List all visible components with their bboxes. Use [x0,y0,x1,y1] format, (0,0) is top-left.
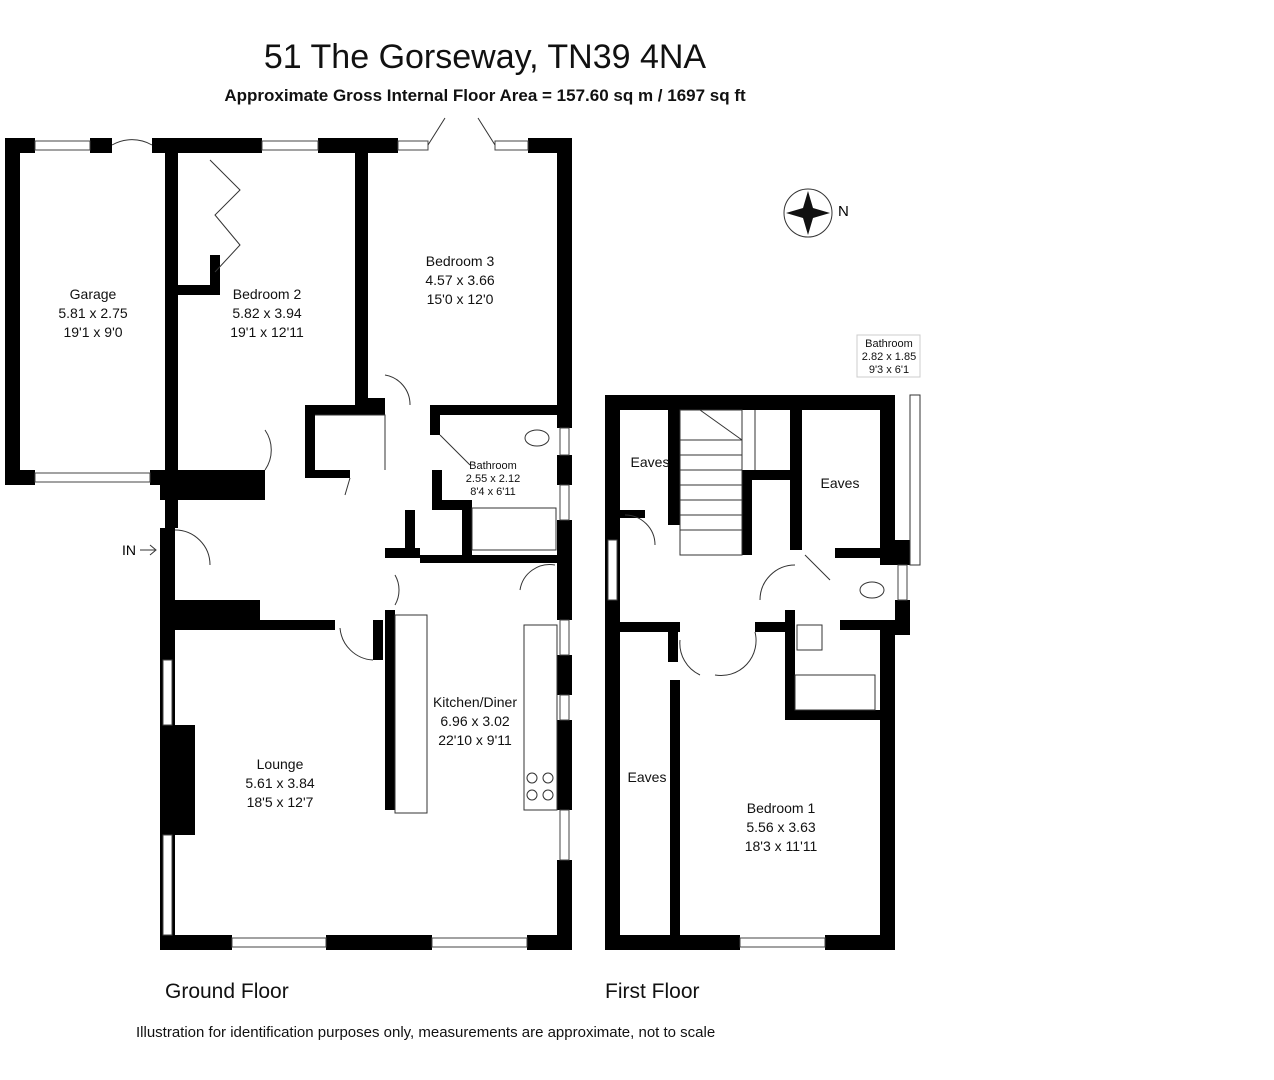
svg-text:18'5 x 12'7: 18'5 x 12'7 [247,794,314,810]
svg-text:9'3 x 6'1: 9'3 x 6'1 [869,364,909,376]
svg-text:6.96 x 3.02: 6.96 x 3.02 [440,713,509,729]
room-garage: Garage 5.81 x 2.75 19'1 x 9'0 [58,286,127,340]
svg-text:Bathroom: Bathroom [865,338,913,350]
svg-text:Garage: Garage [70,286,117,302]
first-floor-fixtures [607,394,921,948]
room-bedroom-2: Bedroom 2 5.82 x 3.94 19'1 x 12'11 [230,286,304,340]
room-eaves-1: Eaves [631,454,670,470]
entrance-label: IN [122,542,136,558]
svg-text:19'1 x 9'0: 19'1 x 9'0 [63,324,122,340]
svg-text:15'0 x 12'0: 15'0 x 12'0 [427,291,494,307]
svg-text:Bedroom 1: Bedroom 1 [747,800,816,816]
room-bedroom-3: Bedroom 3 4.57 x 3.66 15'0 x 12'0 [425,253,494,307]
svg-text:8'4 x 6'11: 8'4 x 6'11 [470,486,516,498]
svg-text:Bedroom 3: Bedroom 3 [426,253,495,269]
svg-text:4.57 x 3.66: 4.57 x 3.66 [425,272,494,288]
svg-text:Bedroom 2: Bedroom 2 [233,286,302,302]
svg-text:22'10 x 9'11: 22'10 x 9'11 [438,732,512,748]
svg-text:5.81 x 2.75: 5.81 x 2.75 [58,305,127,321]
svg-text:Bathroom: Bathroom [469,460,517,472]
ground-floor-label: Ground Floor [165,980,289,1003]
svg-text:2.55 x 2.12: 2.55 x 2.12 [466,473,520,485]
ground-floor-walls [5,138,572,950]
ground-floor-windows [34,117,570,948]
room-lounge: Lounge 5.61 x 3.84 18'5 x 12'7 [245,756,314,810]
svg-text:5.82 x 3.94: 5.82 x 3.94 [232,305,301,321]
room-ground-bathroom: Bathroom 2.55 x 2.12 8'4 x 6'11 [466,460,520,498]
compass-rose-icon [783,188,833,238]
compass-north-label: N [838,203,849,220]
entrance-arrow-icon [140,544,157,556]
disclaimer: Illustration for identification purposes… [136,1024,716,1041]
room-eaves-2: Eaves [821,475,860,491]
svg-text:Kitchen/Diner: Kitchen/Diner [433,694,517,710]
svg-text:Lounge: Lounge [257,756,304,772]
first-floor-walls [605,395,910,950]
first-floor-label: First Floor [605,980,700,1003]
floor-area-subtitle: Approximate Gross Internal Floor Area = … [224,86,746,105]
svg-text:18'3 x 11'11: 18'3 x 11'11 [745,838,818,854]
room-kitchen-diner: Kitchen/Diner 6.96 x 3.02 22'10 x 9'11 [433,694,517,748]
room-first-bathroom-callout: Bathroom 2.82 x 1.85 9'3 x 6'1 [856,334,921,378]
room-bedroom-1: Bedroom 1 5.56 x 3.63 18'3 x 11'11 [745,800,818,854]
room-eaves-3: Eaves [628,769,667,785]
svg-text:5.56 x 3.63: 5.56 x 3.63 [746,819,815,835]
svg-text:19'1 x 12'11: 19'1 x 12'11 [230,324,304,340]
page-title: 51 The Gorseway, TN39 4NA [263,38,707,76]
svg-text:2.82 x 1.85: 2.82 x 1.85 [862,351,916,363]
svg-text:5.61 x 3.84: 5.61 x 3.84 [245,775,314,791]
